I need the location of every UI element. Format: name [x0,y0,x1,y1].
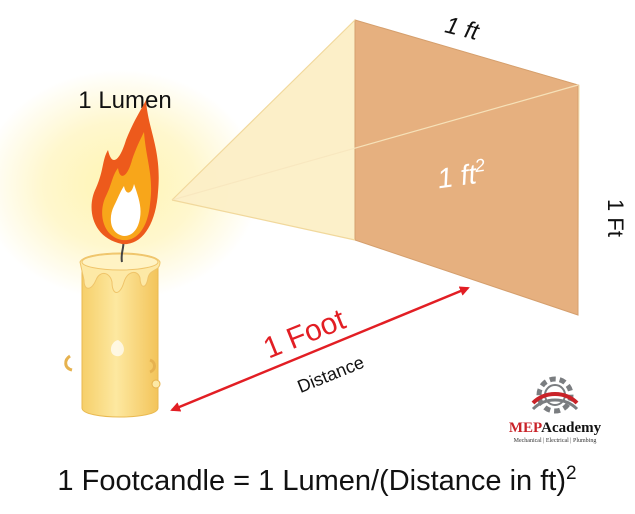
distance-arrow [170,286,470,412]
top-edge-label: 1 ft [442,12,482,47]
formula: 1 Footcandle = 1 Lumen/(Distance in ft)2 [57,463,576,497]
right-edge-label: 1 Ft [603,199,628,237]
illuminated-plane [354,19,579,316]
mep-academy-gear-logo [531,376,579,414]
beam-edge-bottom [171,199,356,241]
beam-edge-top [171,19,356,201]
logo-tagline: Mechanical | Electrical | Plumbing [514,438,597,444]
beam-edge-center [171,84,579,201]
area-label: 1 ft2 [435,155,488,194]
logo-name: MEPAcademy [509,420,602,436]
light-beam-left [172,20,355,240]
source-label: 1 Lumen [78,87,171,114]
distance-caption: Distance [295,352,367,397]
flame-icon [91,100,159,245]
candle-icon [64,252,161,418]
